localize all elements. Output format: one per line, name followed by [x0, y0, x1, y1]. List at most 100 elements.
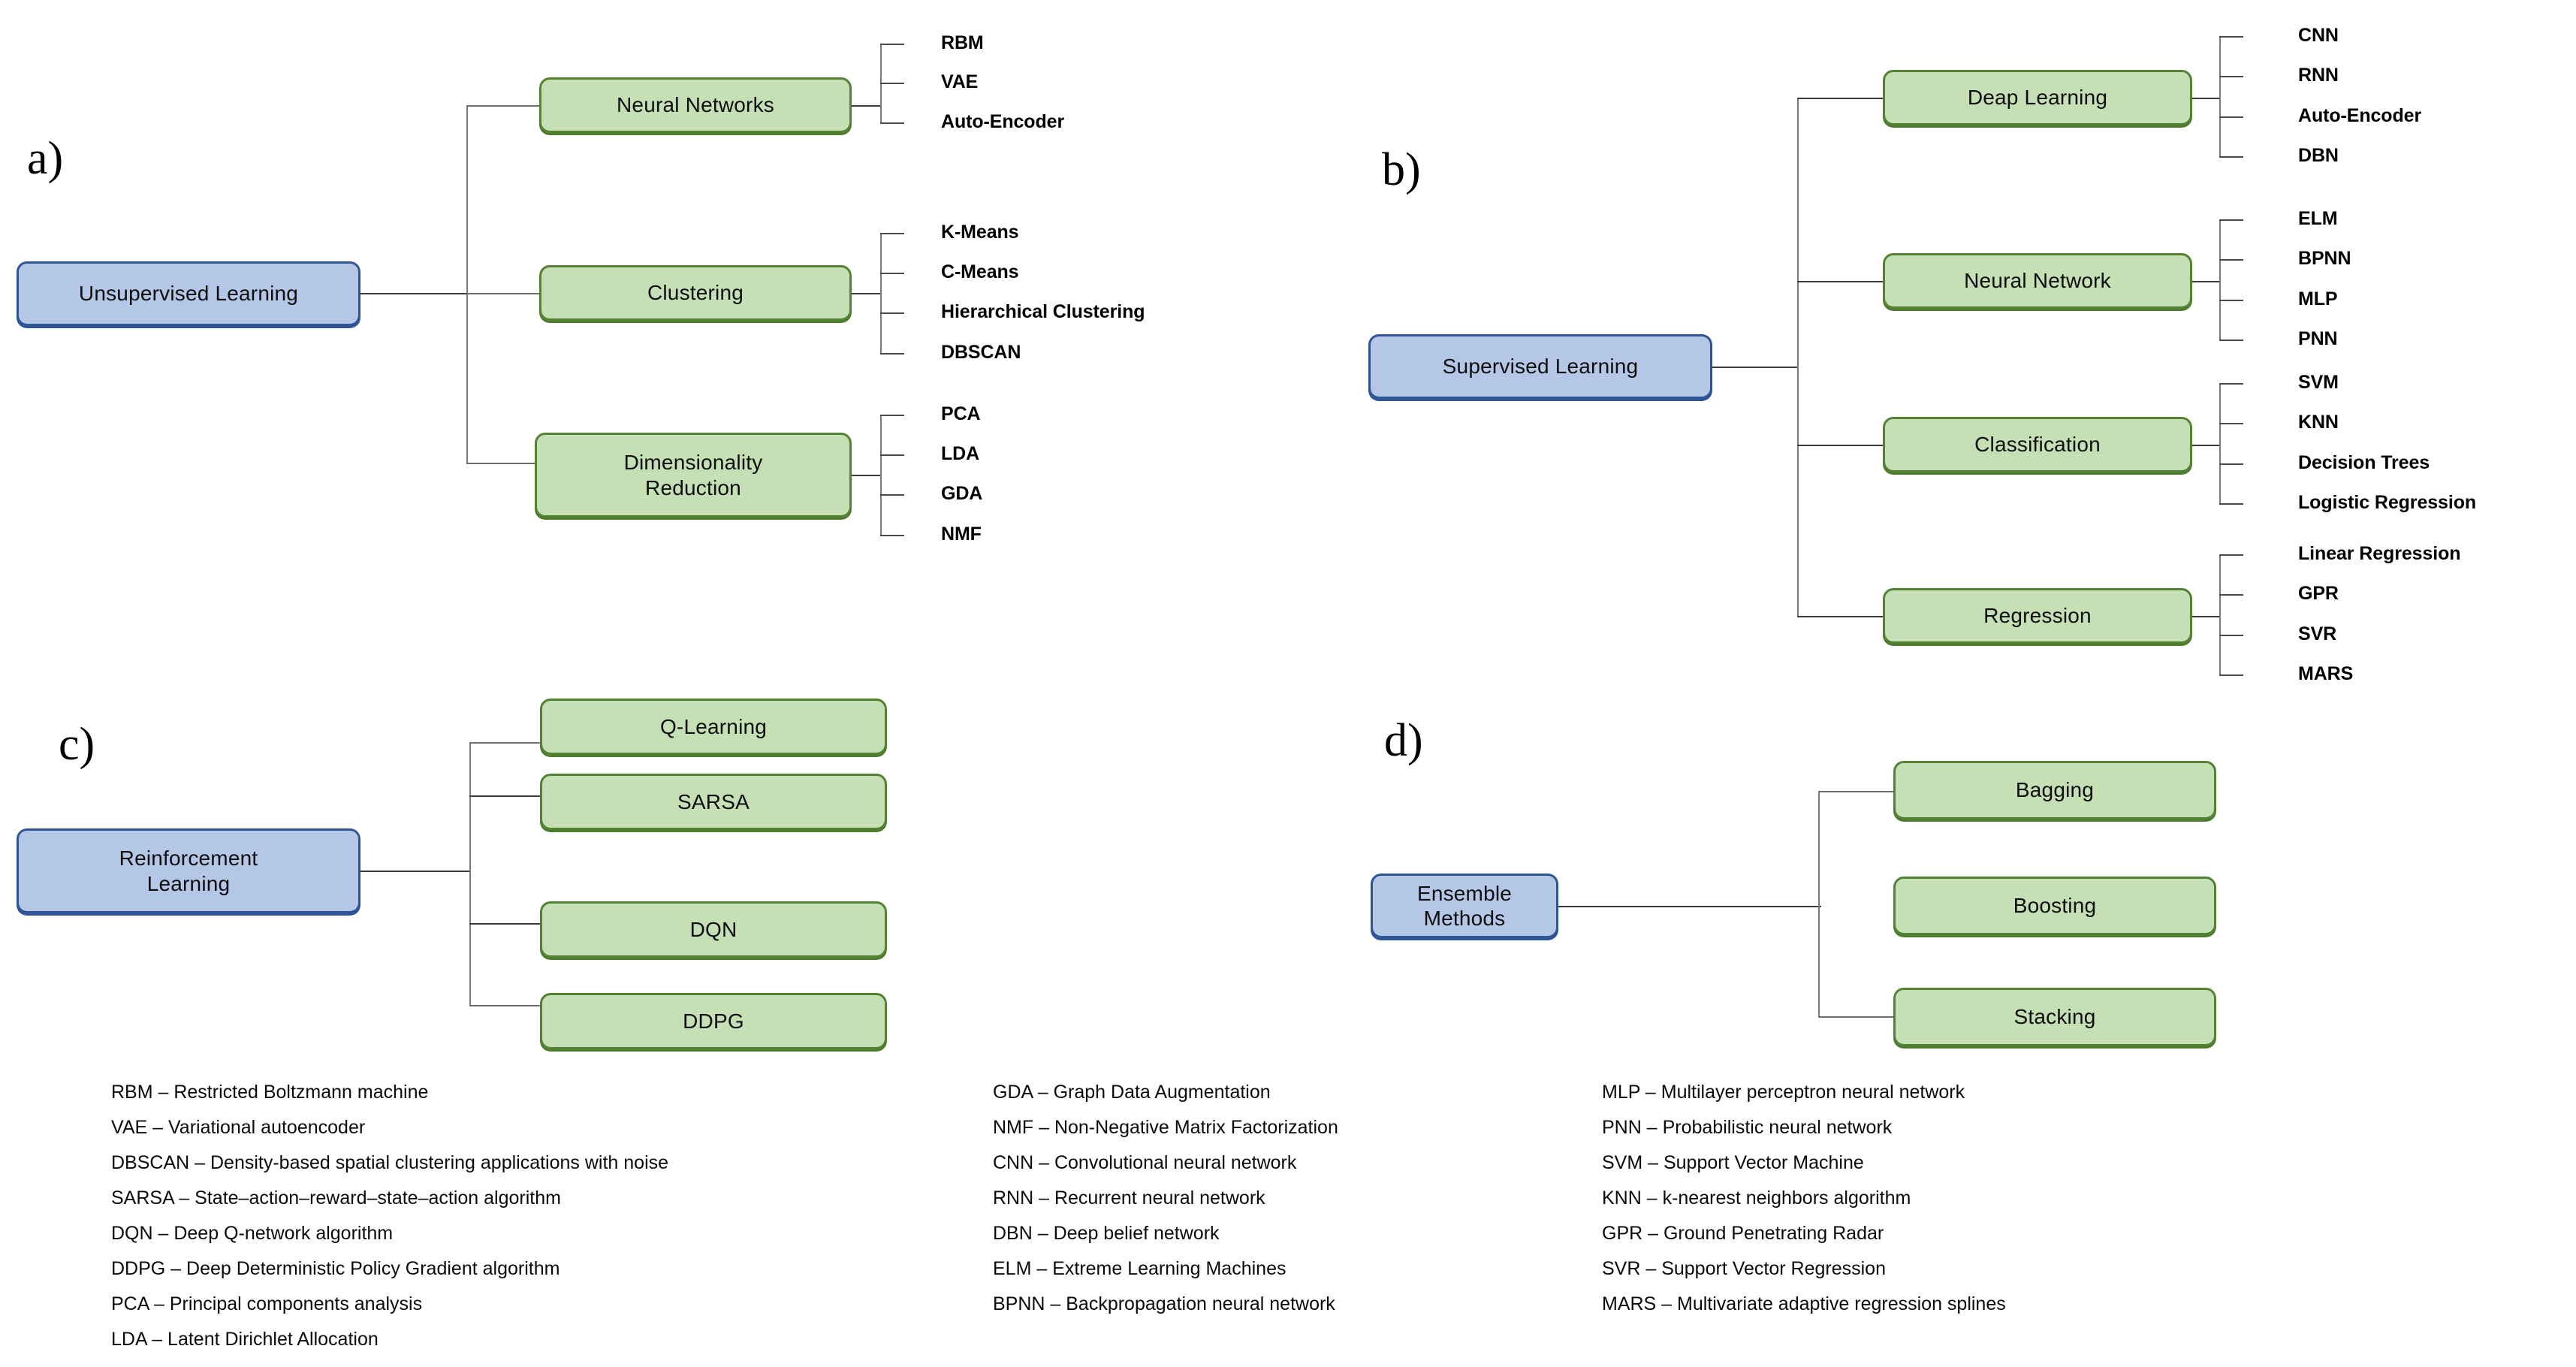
- leaf-tick: [2219, 423, 2243, 424]
- node-label: Ensemble Methods: [1416, 881, 1513, 930]
- node-label: Boosting: [2013, 894, 2097, 918]
- node-neural-network[interactable]: Neural Network: [1883, 253, 2192, 309]
- connector-a-to-dimensionality-reduction: [466, 463, 539, 464]
- node-deap-learning[interactable]: Deap Learning: [1883, 70, 2192, 125]
- leaf-label: GDA: [941, 483, 983, 504]
- legend-item: PCA – Principal components analysis: [111, 1293, 423, 1314]
- connector-b-root-stem: [1712, 367, 1799, 368]
- leaf-label: Linear Regression: [2298, 543, 2461, 564]
- leaf-label: KNN: [2298, 412, 2339, 433]
- legend-item: RBM – Restricted Boltzmann machine: [111, 1082, 429, 1103]
- leaf-label: PCA: [941, 403, 981, 424]
- legend-item: MARS – Multivariate adaptive regression …: [1602, 1293, 2006, 1314]
- panel-letter-a: a): [27, 133, 64, 184]
- leaf-tick: [2219, 76, 2243, 77]
- node-ddpg[interactable]: DDPG: [540, 993, 887, 1049]
- panel-letter-c: c): [59, 719, 95, 770]
- connector-b-cls-spine: [2219, 383, 2221, 503]
- legend-item: LDA – Latent Dirichlet Allocation: [111, 1329, 379, 1350]
- leaf-label: DBSCAN: [941, 342, 1021, 363]
- node-supervised-learning[interactable]: Supervised Learning: [1368, 334, 1712, 399]
- leaf-tick: [880, 122, 904, 124]
- legend-item: MLP – Multilayer perceptron neural netwo…: [1602, 1082, 1965, 1103]
- connector-a-clustering-stem: [852, 293, 880, 294]
- connector-b-nn-spine: [2219, 219, 2221, 339]
- leaf-tick: [2219, 554, 2243, 556]
- node-boosting[interactable]: Boosting: [1893, 877, 2216, 935]
- connector-b-to-deap-learning: [1797, 98, 1883, 99]
- legend-item: DDPG – Deep Deterministic Policy Gradien…: [111, 1258, 560, 1279]
- connector-c-to-dqn: [469, 923, 540, 925]
- legend-item: VAE – Variational autoencoder: [111, 1117, 366, 1138]
- node-neural-networks[interactable]: Neural Networks: [539, 77, 852, 133]
- connector-a-dr-stem: [852, 475, 880, 476]
- legend-item: RNN – Recurrent neural network: [993, 1187, 1265, 1209]
- node-sarsa[interactable]: SARSA: [540, 774, 887, 830]
- connector-d-trunk: [1818, 791, 1820, 1016]
- leaf-tick: [2219, 383, 2243, 385]
- leaf-label: PNN: [2298, 328, 2338, 349]
- legend-item: DBSCAN – Density-based spatial clusterin…: [111, 1152, 669, 1173]
- connector-a-trunk: [466, 105, 468, 463]
- leaf-label: MARS: [2298, 663, 2354, 684]
- node-reinforcement-learning[interactable]: Reinforcement Learning: [17, 828, 360, 913]
- leaf-label: VAE: [941, 71, 979, 92]
- leaf-tick: [2219, 259, 2243, 261]
- node-label: SARSA: [677, 789, 750, 813]
- legend-item: BPNN – Backpropagation neural network: [993, 1293, 1335, 1314]
- connector-b-to-neural-network: [1797, 281, 1883, 282]
- leaf-tick: [2219, 116, 2243, 118]
- legend-item: PNN – Probabilistic neural network: [1602, 1117, 1893, 1138]
- node-label: Unsupervised Learning: [78, 282, 299, 306]
- node-ensemble-methods[interactable]: Ensemble Methods: [1371, 874, 1558, 938]
- legend-item: GDA – Graph Data Augmentation: [993, 1082, 1271, 1103]
- leaf-tick: [2219, 503, 2243, 505]
- node-label: DDPG: [683, 1009, 744, 1033]
- connector-b-reg-spine: [2219, 554, 2221, 674]
- connector-c-to-ddpg: [469, 1005, 540, 1006]
- leaf-tick: [2219, 219, 2243, 221]
- connector-b-dl-spine: [2219, 36, 2221, 156]
- leaf-label: Hierarchical Clustering: [941, 301, 1145, 322]
- node-bagging[interactable]: Bagging: [1893, 761, 2216, 819]
- connector-d-root-stem: [1558, 906, 1821, 907]
- connector-a-clustering-spine: [880, 233, 882, 353]
- leaf-label: RBM: [941, 32, 984, 53]
- connector-c-trunk: [469, 742, 471, 1005]
- leaf-label: NMF: [941, 524, 982, 545]
- connector-a-nn-stem: [852, 105, 880, 107]
- leaf-label: RNN: [2298, 65, 2339, 86]
- node-regression[interactable]: Regression: [1883, 588, 2192, 644]
- legend-column-3: MLP – Multilayer perceptron neural netwo…: [1602, 1083, 2006, 1330]
- leaf-tick: [880, 535, 904, 536]
- leaf-label: Auto-Encoder: [2298, 105, 2422, 126]
- connector-b-to-classification: [1797, 445, 1883, 446]
- connector-c-to-q-learning: [469, 742, 540, 744]
- leaf-tick: [2219, 36, 2243, 38]
- node-label: Clustering: [647, 281, 744, 305]
- leaf-tick: [880, 233, 904, 234]
- panel-letter-d: d): [1384, 715, 1423, 766]
- leaf-label: LDA: [941, 443, 980, 464]
- connector-a-root-stem: [360, 293, 468, 294]
- node-unsupervised-learning[interactable]: Unsupervised Learning: [17, 261, 360, 326]
- leaf-tick: [2219, 594, 2243, 596]
- connector-a-to-clustering: [466, 293, 539, 294]
- node-stacking[interactable]: Stacking: [1893, 988, 2216, 1046]
- leaf-tick: [880, 454, 904, 456]
- legend-item: GPR – Ground Penetrating Radar: [1602, 1223, 1884, 1244]
- node-clustering[interactable]: Clustering: [539, 265, 852, 321]
- connector-a-dr-spine: [880, 415, 882, 535]
- node-classification[interactable]: Classification: [1883, 417, 2192, 472]
- node-dqn[interactable]: DQN: [540, 901, 887, 958]
- legend-item: SVR – Support Vector Regression: [1602, 1258, 1886, 1279]
- node-dimensionality-reduction[interactable]: Dimensionality Reduction: [535, 433, 852, 518]
- node-q-learning[interactable]: Q-Learning: [540, 699, 887, 755]
- leaf-label: MLP: [2298, 288, 2338, 309]
- panel-letter-b: b): [1382, 144, 1421, 195]
- leaf-label: Decision Trees: [2298, 452, 2430, 473]
- legend-item: DQN – Deep Q-network algorithm: [111, 1223, 394, 1244]
- node-label: Dimensionality Reduction: [623, 451, 763, 499]
- legend-column-1: RBM – Restricted Boltzmann machine VAE –…: [111, 1083, 668, 1365]
